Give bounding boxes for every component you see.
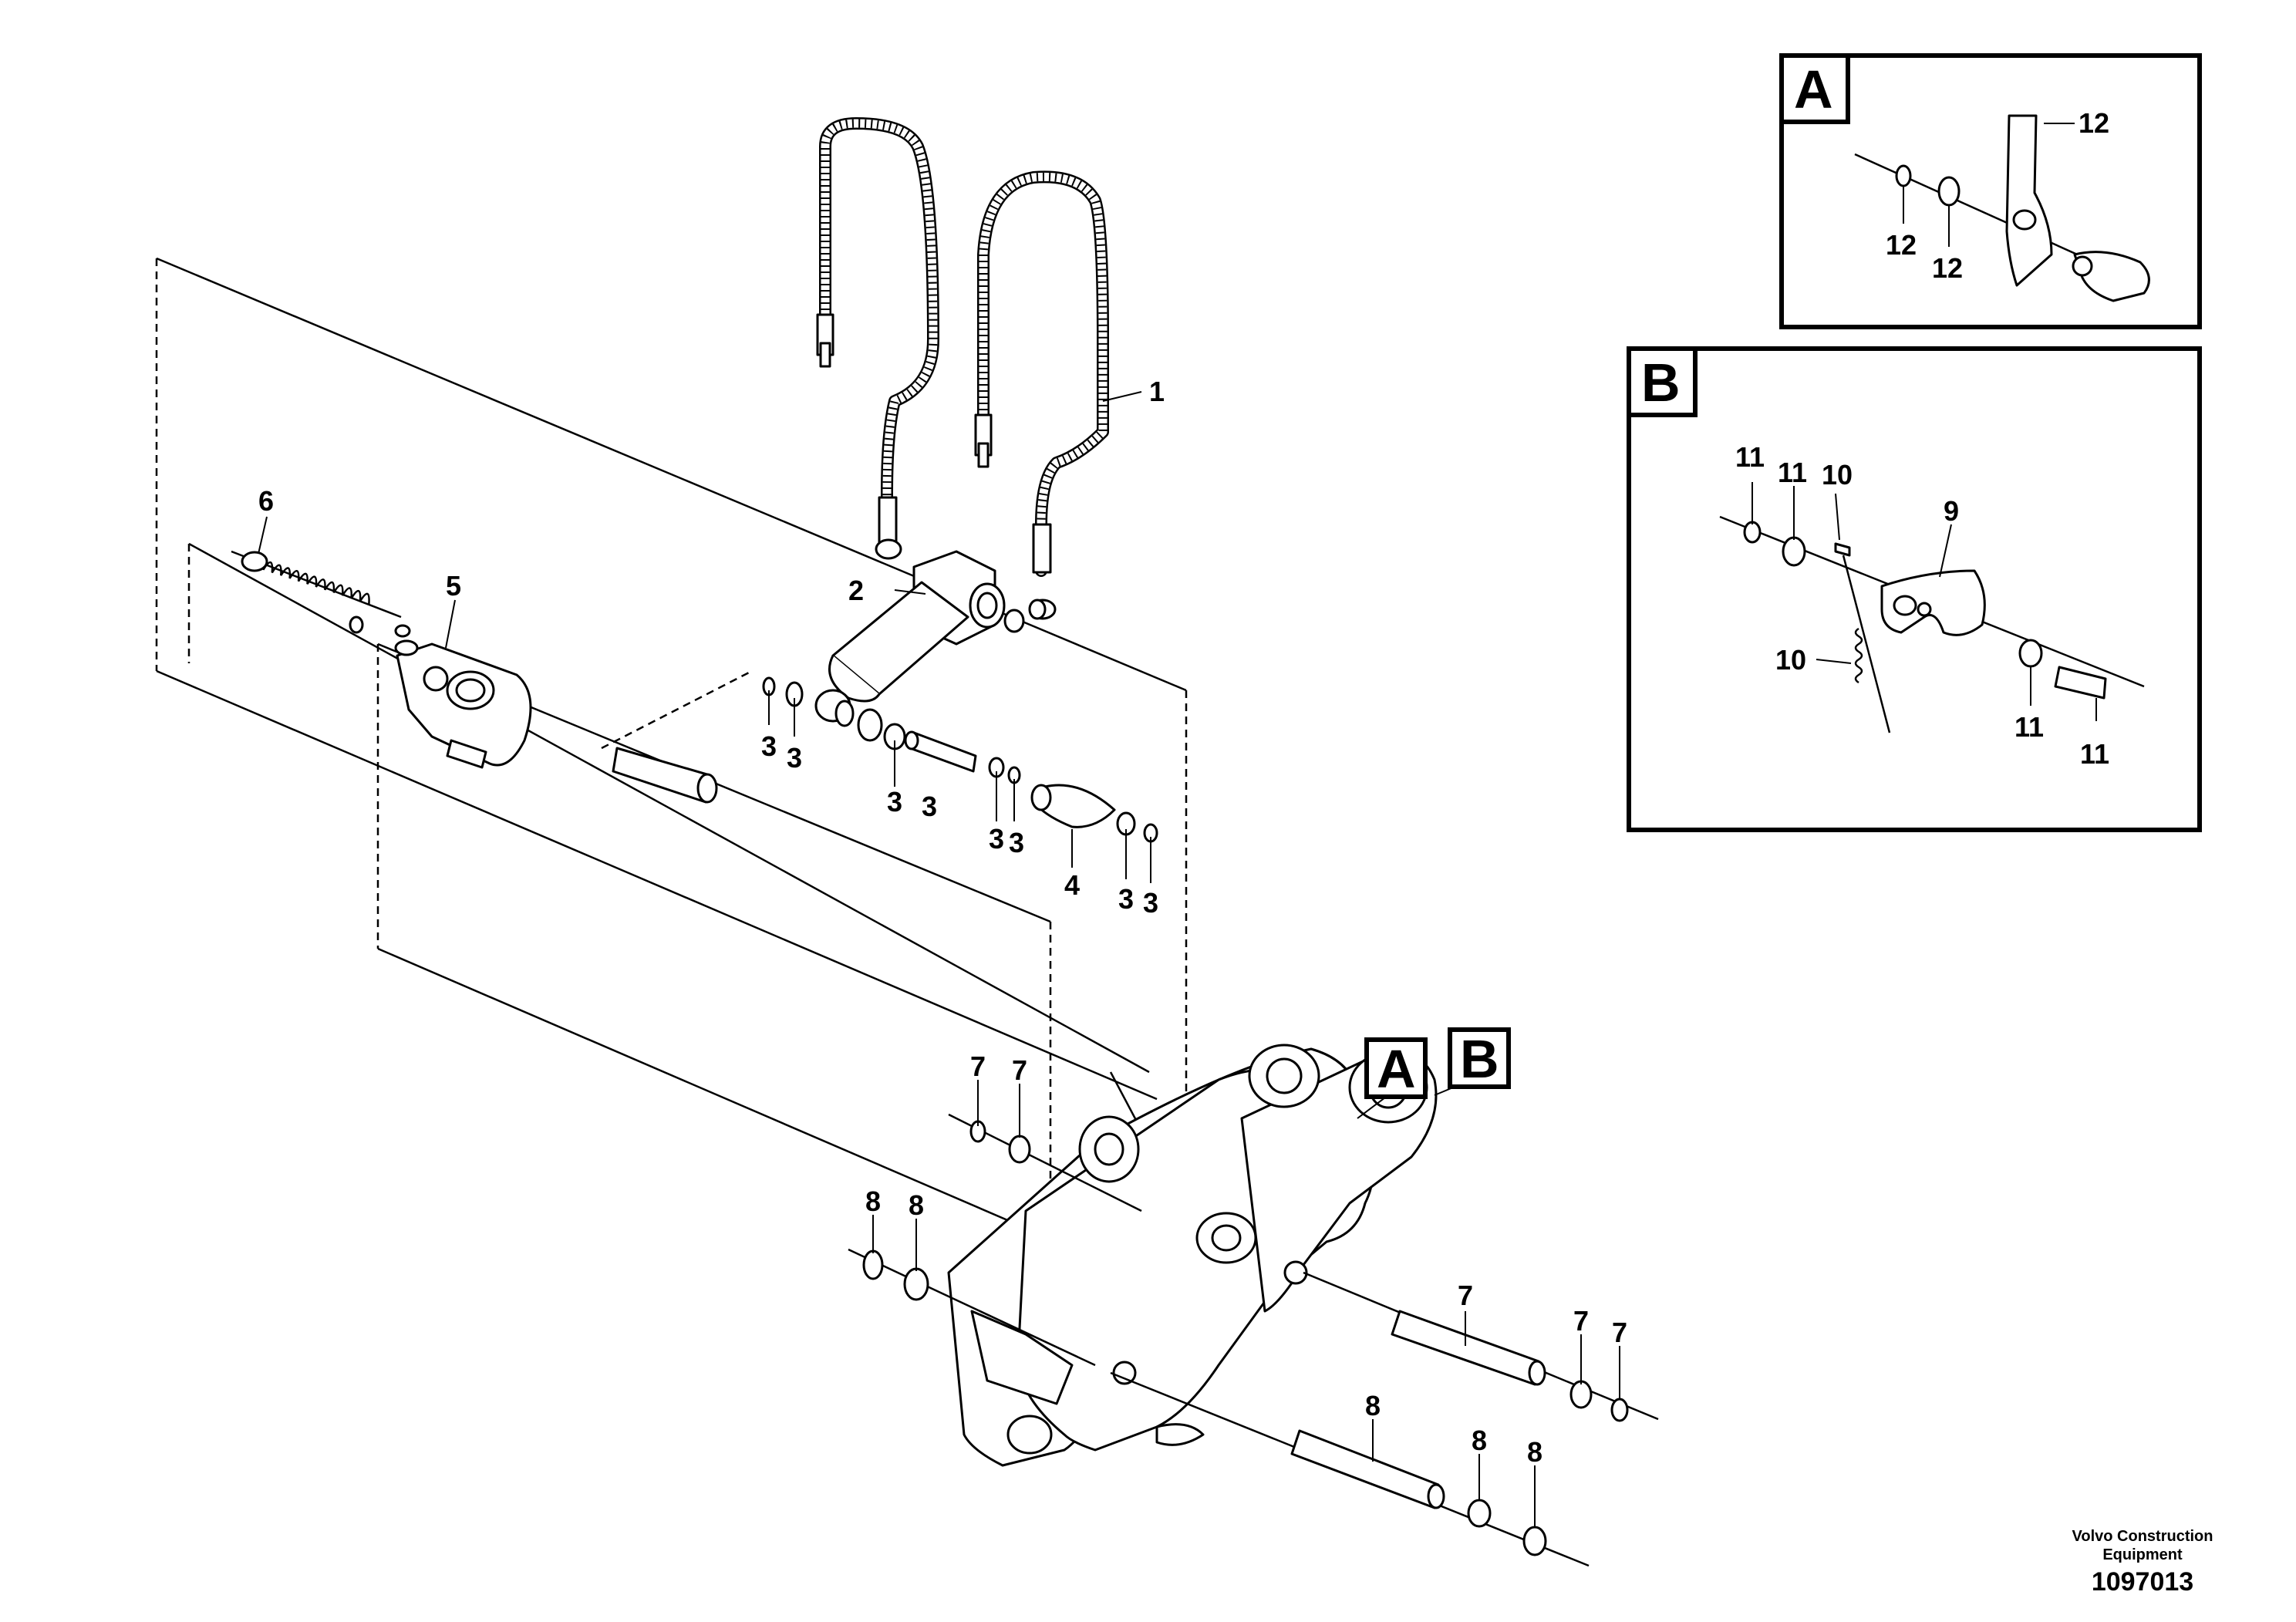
detail-ref-b: B — [1448, 1027, 1511, 1089]
callout-6: 6 — [258, 485, 274, 517]
inset-b-label-9: 9 — [1944, 495, 1959, 527]
inset-b-label-11d: 11 — [2080, 738, 2109, 770]
inset-a-letter: A — [1794, 59, 1833, 120]
callout-3d: 3 — [922, 791, 937, 822]
callout-7d: 7 — [1573, 1305, 1589, 1337]
callout-7c: 7 — [1458, 1280, 1473, 1311]
hydraulic-cylinder — [814, 550, 1047, 723]
callout-3e: 3 — [989, 823, 1004, 855]
callout-5: 5 — [446, 570, 461, 602]
callout-8d: 8 — [1472, 1425, 1487, 1456]
inset-b-label-11b: 11 — [1778, 457, 1807, 488]
callout-7b: 7 — [1012, 1054, 1027, 1086]
inset-b: B 11 11 10 9 10 11 11 — [1627, 346, 2202, 832]
inset-a-label-2: 12 — [1886, 229, 1917, 261]
assembly-guide-lines — [155, 257, 1188, 1311]
pins-and-rings — [848, 1113, 1659, 1567]
quick-coupler-body — [947, 1044, 1438, 1467]
callout-4: 4 — [1064, 869, 1080, 901]
tension-spring — [231, 550, 402, 634]
company-line-2: Equipment — [2102, 1546, 2183, 1563]
footer: Volvo Construction Equipment 1097013 — [2072, 1528, 2213, 1597]
latch-hook — [394, 624, 532, 769]
inset-b-label-11a: 11 — [1735, 441, 1765, 473]
callout-3h: 3 — [1143, 887, 1158, 919]
callout-3b: 3 — [787, 742, 802, 774]
inset-a-label-3: 12 — [1932, 252, 1963, 284]
callout-7e: 7 — [1612, 1317, 1627, 1348]
company-line-1: Volvo Construction — [2072, 1528, 2213, 1545]
inset-b-label-11c: 11 — [2014, 711, 2044, 743]
callout-8b: 8 — [909, 1189, 924, 1221]
inset-a-label-1: 12 — [2079, 107, 2109, 139]
detail-ref-a: A — [1364, 1037, 1428, 1099]
inset-b-label-10b: 10 — [1775, 644, 1806, 676]
callout-3c: 3 — [887, 786, 902, 818]
hydraulic-hoses — [816, 117, 1109, 620]
callout-7a: 7 — [970, 1050, 986, 1082]
callout-3a: 3 — [761, 730, 777, 762]
callout-2: 2 — [848, 575, 864, 606]
document-number: 1097013 — [2092, 1567, 2193, 1597]
callout-3g: 3 — [1118, 883, 1134, 915]
inset-b-letter: B — [1641, 352, 1681, 413]
callout-8a: 8 — [865, 1185, 881, 1217]
svg-text:A: A — [1377, 1039, 1416, 1099]
callout-1: 1 — [1149, 376, 1165, 407]
inset-b-label-10a: 10 — [1822, 459, 1853, 491]
svg-text:B: B — [1460, 1029, 1499, 1089]
callout-labels: 1 2 6 5 3 3 3 3 3 3 4 3 3 7 7 8 8 7 7 7 … — [258, 376, 1627, 1468]
callout-8c: 8 — [1365, 1390, 1381, 1421]
callout-3f: 3 — [1009, 827, 1024, 858]
small-parts — [612, 676, 1158, 843]
inset-a: A 12 12 12 — [1779, 53, 2202, 329]
callout-8e: 8 — [1527, 1436, 1542, 1468]
